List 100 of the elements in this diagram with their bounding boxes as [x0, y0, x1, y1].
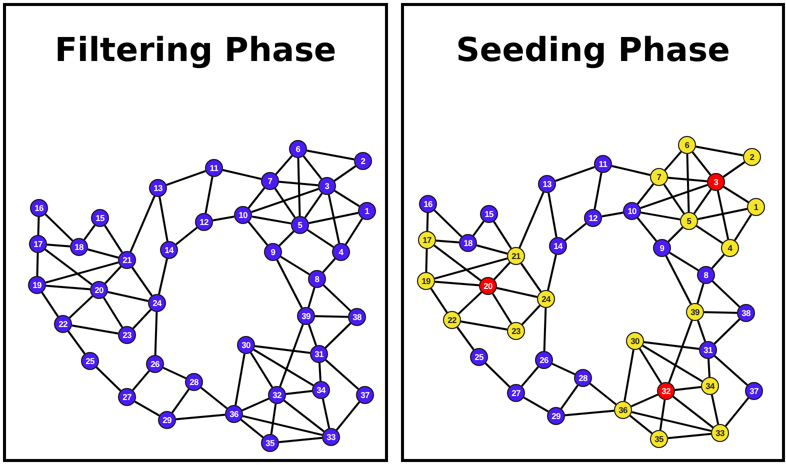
graph-edge: [322, 258, 336, 273]
graph-edge: [692, 151, 712, 176]
panel-title: Filtering Phase: [54, 30, 338, 69]
graph-node: 22: [54, 315, 72, 333]
graph-edge: [254, 345, 310, 354]
graph-node: 13: [538, 175, 556, 193]
graph-node: 39: [686, 303, 704, 321]
graph-node: 27: [118, 388, 136, 406]
graph-edge: [724, 397, 750, 427]
graph-edge: [698, 208, 748, 220]
graph-edge: [308, 287, 316, 308]
graph-edge: [44, 248, 92, 286]
graph-node: 17: [29, 235, 47, 253]
graph-edge: [166, 170, 206, 186]
graph-edge: [104, 266, 122, 284]
graph-node: 1: [747, 198, 765, 216]
panel-frame: [401, 3, 785, 462]
graph-edge: [552, 362, 576, 376]
graph-node: 29: [547, 407, 565, 425]
graph-edge: [696, 225, 724, 244]
graph-edge: [318, 362, 322, 382]
graph-node: 28: [185, 373, 203, 391]
graph-edge: [722, 161, 746, 178]
graph-edge: [710, 394, 720, 424]
graph-node: 9: [653, 239, 671, 257]
graph-node: 21: [118, 251, 136, 269]
graph-node: 8: [697, 266, 715, 284]
graph-edge: [493, 221, 512, 249]
graph-node: 11: [205, 159, 223, 177]
graph-edge: [242, 415, 322, 436]
graph-edge: [314, 315, 348, 318]
graph-node: 26: [146, 355, 164, 373]
graph-node: 39: [297, 307, 315, 325]
graph-edge: [564, 410, 614, 416]
graph-edge: [630, 394, 658, 408]
graph-edge: [253, 348, 314, 386]
graph-edge: [547, 254, 557, 290]
graph-edge: [425, 248, 428, 272]
graph-edge: [284, 400, 324, 432]
graph-node: 6: [289, 140, 307, 158]
graph-node: 25: [470, 348, 488, 366]
graph-node: 7: [650, 168, 668, 186]
graph-node: 1: [358, 202, 376, 220]
graph-edge: [665, 256, 692, 304]
graph-edge: [45, 261, 119, 284]
graph-edge: [308, 212, 358, 224]
graph-edge: [696, 146, 744, 156]
graph-node: 38: [737, 304, 755, 322]
graph-edge: [434, 244, 482, 282]
panel-title: Seeding Phase: [454, 30, 732, 69]
graph-node: 2: [354, 152, 372, 170]
graph-edge: [130, 196, 156, 252]
graph-edge: [668, 226, 684, 242]
graph-edge: [158, 258, 168, 294]
graph-edge: [154, 312, 158, 356]
graph-node: 35: [650, 430, 668, 448]
graph-edge: [523, 396, 549, 412]
graph-node: 10: [623, 202, 641, 220]
graph-edge: [714, 318, 740, 344]
graph-edge: [302, 155, 322, 180]
graph-edge: [328, 194, 340, 244]
graph-edge: [248, 221, 268, 246]
graph-node: 35: [261, 434, 279, 452]
graph-edge: [664, 151, 682, 171]
graph-edge: [46, 284, 90, 290]
graph-edge: [132, 370, 150, 391]
graph-edge: [36, 252, 39, 276]
graph-edge: [278, 180, 318, 186]
graph-edge: [434, 210, 462, 238]
graph-node: 11: [594, 155, 612, 173]
graph-edge: [594, 172, 602, 210]
graph-edge: [297, 158, 301, 216]
graph-edge: [669, 252, 699, 272]
graph-node: 27: [507, 384, 525, 402]
graph-node: 3: [707, 173, 725, 191]
graph-edge: [68, 330, 86, 354]
graph-edge: [472, 220, 485, 236]
graph-edge: [270, 404, 277, 434]
graph-node: 5: [680, 212, 698, 230]
graph-edge: [200, 386, 228, 410]
graph-node: 23: [507, 322, 525, 340]
graph-node: 4: [332, 243, 350, 261]
graph-edge: [430, 288, 448, 314]
graph-edge: [548, 192, 558, 238]
graph-edge: [686, 154, 690, 212]
graph-edge: [668, 176, 708, 182]
graph-edge: [672, 396, 714, 428]
graph-node: 23: [118, 326, 136, 344]
graph-node: 34: [312, 381, 330, 399]
graph-edge: [276, 260, 303, 308]
graph-node: 24: [537, 290, 555, 308]
graph-node: 15: [91, 209, 109, 227]
graph-edge: [723, 186, 749, 204]
graph-node: 4: [721, 239, 739, 257]
graph-edge: [234, 354, 246, 406]
graph-edge: [306, 229, 334, 248]
graph-edge: [659, 400, 666, 430]
graph-edge: [322, 284, 352, 312]
graph-node: 12: [584, 209, 602, 227]
graph-edge: [204, 176, 214, 214]
